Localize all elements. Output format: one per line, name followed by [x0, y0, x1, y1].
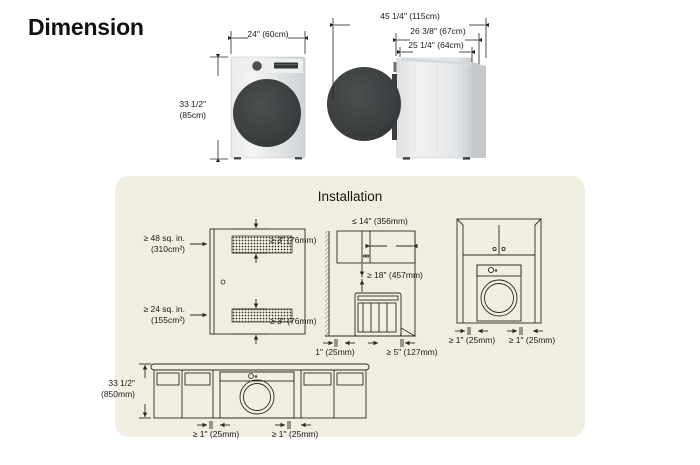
closet-upper-vent-label-line1: ≥ 48 sq. in. — [143, 233, 185, 243]
closet-lower-vent-label-line1: ≥ 24 sq. in. — [143, 304, 185, 314]
countertop-clearance-arrows — [197, 421, 311, 429]
closet-lower-vent-label-line2: (155cm²) — [150, 315, 185, 325]
alcove-top-depth-label: ≤ 14" (356mm) — [352, 216, 408, 226]
countertop-height-label-line1: 33 1/2" — [108, 378, 135, 388]
alcove-front-right-clearance-label: ≥ 1" (25mm) — [508, 335, 556, 345]
side-depth-handle-dimension-line — [392, 33, 483, 64]
alcove-overhead-clearance-label: ≥ 18" (457mm) — [367, 270, 423, 280]
front-width-label: 24" (60cm) — [247, 29, 289, 39]
washer-front-view-graphic — [230, 56, 306, 160]
front-height-dimension-line — [210, 53, 228, 163]
closet-upper-vent-label-line2: (310cm²) — [150, 244, 185, 254]
front-height-label-line2: (85cm) — [179, 110, 206, 120]
side-depth-body-dimension-line — [396, 47, 476, 62]
closet-vent-diagram — [209, 228, 306, 335]
dimension-drawings — [210, 18, 490, 163]
installation-diagrams — [139, 218, 543, 429]
alcove-side-diagram — [325, 230, 417, 337]
countertop-diagram — [150, 363, 370, 419]
side-depth-handle-label: 26 3/8" (67cm) — [410, 26, 466, 36]
closet-bottom-clearance-label: ≥ 3" (76mm) — [270, 316, 317, 326]
countertop-height-label-line2: (850mm) — [100, 389, 135, 399]
side-depth-body-label: 25 1/4" (64cm) — [408, 40, 464, 50]
closet-bottom-clearance-dimension — [233, 299, 267, 344]
page-title: Dimension — [28, 14, 144, 40]
alcove-front-diagram — [456, 218, 542, 324]
alcove-left-clearance-label: 1" (25mm) — [315, 347, 355, 357]
alcove-front-left-clearance-label: ≥ 1" (25mm) — [448, 335, 496, 345]
installation-panel: Installation — [101, 176, 585, 439]
closet-top-clearance-label: ≥ 3" (76mm) — [270, 235, 317, 245]
countertop-right-clearance-label: ≥ 1" (25mm) — [271, 429, 319, 439]
countertop-height-dimension — [139, 363, 151, 419]
washer-side-view-graphic — [327, 57, 486, 160]
side-depth-open-dimension-line — [329, 18, 490, 100]
closet-vent-callout-arrows — [190, 241, 207, 318]
alcove-front-clearance-arrows — [455, 327, 543, 335]
side-depth-open-label: 45 1/4" (115cm) — [380, 11, 440, 21]
front-width-dimension-line — [227, 31, 309, 54]
countertop-left-clearance-label: ≥ 1" (25mm) — [192, 429, 240, 439]
front-height-label-line1: 33 1/2" — [179, 99, 206, 109]
alcove-bottom-clearance-arrows — [323, 339, 415, 347]
closet-top-clearance-dimension — [233, 219, 267, 263]
installation-title: Installation — [317, 189, 383, 204]
alcove-rear-clearance-label: ≥ 5" (127mm) — [386, 347, 438, 357]
